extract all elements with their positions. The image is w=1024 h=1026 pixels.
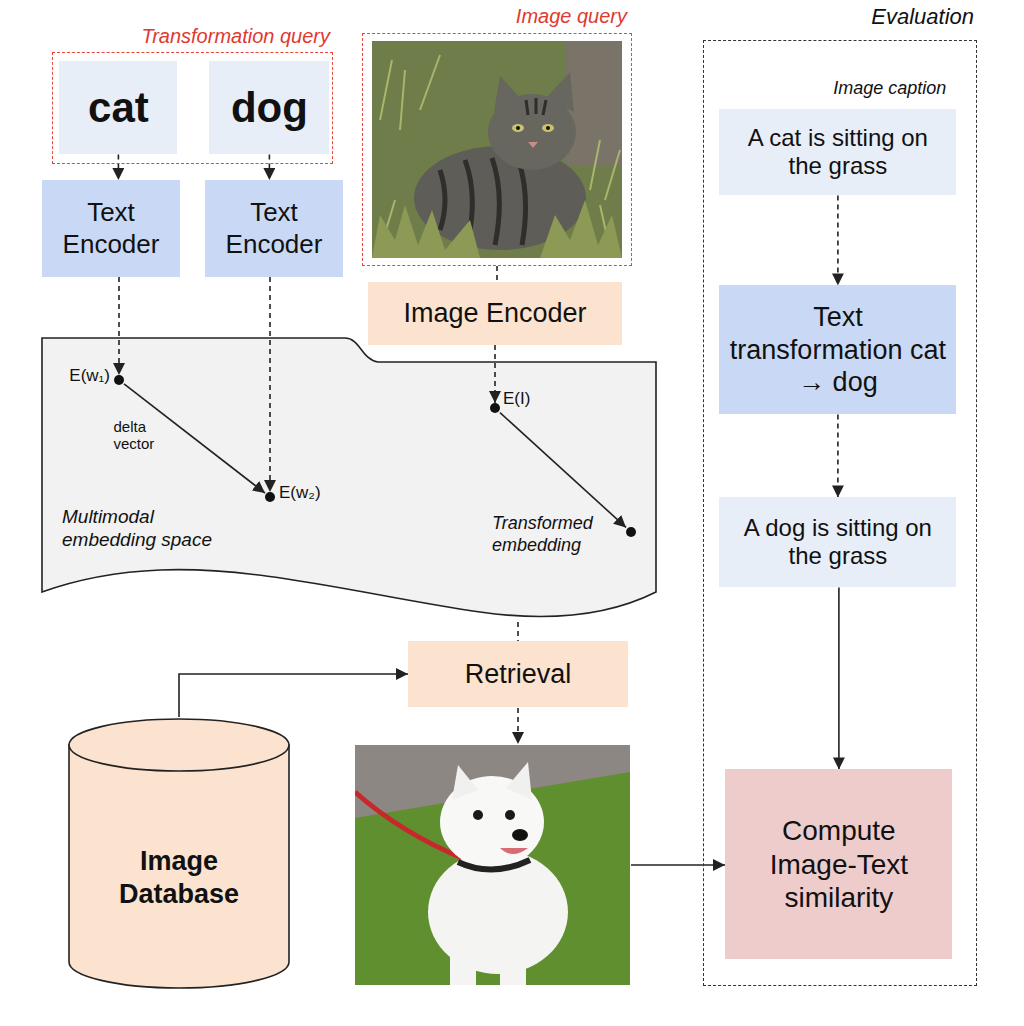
connector: [517, 622, 519, 641]
box-label: A cat is sitting on the grass: [729, 124, 946, 182]
dog-ear: [452, 765, 478, 800]
cat-nose: [528, 142, 538, 148]
cylinder-top: [69, 719, 289, 771]
photo-grass: [355, 745, 630, 985]
cylinder-body: [69, 745, 289, 988]
point-label: Transformed embedding: [492, 513, 614, 556]
edge-label: delta vector: [114, 417, 184, 452]
dog-eye: [505, 810, 515, 820]
evaluation-panel: EvaluationImage captionA cat is sitting …: [703, 40, 977, 986]
point-label: E(w₁): [69, 366, 110, 386]
cat-eye: [512, 124, 524, 132]
box-label: cat: [88, 83, 149, 133]
cat-stripes: [440, 158, 526, 245]
dog-eye: [473, 810, 483, 820]
dog-body: [428, 850, 568, 974]
wooden-post: [566, 41, 622, 166]
foreground-grass: [540, 200, 622, 258]
result-arrow: [517, 708, 519, 744]
dog-photo: [355, 745, 630, 985]
space-outline-path: [42, 338, 656, 616]
point-label: E(w₂): [279, 483, 321, 503]
group-heading: Evaluation: [871, 4, 974, 30]
cat-eye: [542, 124, 554, 132]
dog-leg: [450, 940, 476, 985]
box-label: Text Encoder: [215, 197, 333, 259]
box-label: A dog is sitting on the grass: [729, 514, 946, 572]
dog-collar: [458, 860, 530, 870]
cat-ear: [546, 72, 574, 112]
connector: [838, 587, 840, 769]
connector: [837, 414, 839, 497]
word-box: dog: [209, 61, 329, 154]
transform-box: Text transformation cat → dog: [719, 285, 956, 414]
caption-box: A dog is sitting on the grass: [719, 497, 956, 587]
group-heading: Transformation query: [141, 24, 330, 48]
cat-pupil: [516, 126, 520, 130]
dog-mouth: [500, 848, 528, 854]
encoder-box: Image Encoder: [368, 282, 622, 345]
embedding-point: Transformed embedding: [626, 527, 636, 537]
connector: [118, 154, 120, 180]
evaluate-arrow: [631, 864, 725, 866]
process-box: Retrieval: [408, 641, 628, 707]
dog-leg: [500, 940, 526, 985]
similarity-box: Compute Image-Text similarity: [725, 769, 952, 959]
group-heading: Image query: [516, 4, 627, 28]
embedding-point: E(w₂): [265, 492, 275, 502]
foreground-grass: [372, 205, 480, 258]
embedding-point: E(w₁): [114, 375, 124, 385]
database-cylinder: Image Database: [68, 717, 290, 990]
cat-photo: [372, 41, 622, 258]
connector: [496, 266, 498, 282]
encoder-box: Text Encoder: [42, 180, 180, 277]
cat-head-stripes: [526, 98, 546, 115]
box-label: Text transformation cat → dog: [729, 301, 946, 398]
connector: [179, 674, 408, 717]
dog-nose: [512, 829, 528, 841]
image-query-group: Image query: [362, 33, 632, 266]
space-label: Multimodal embedding space: [62, 506, 237, 552]
cat-pupil: [546, 126, 550, 130]
space-outline: [40, 330, 658, 622]
dog-ear: [506, 762, 532, 800]
connector: [837, 195, 839, 285]
point-label: E(I): [503, 389, 530, 409]
embedding-point: E(I): [490, 403, 500, 413]
embedding-space: Multimodal embedding space E(w₁) E(w₂) E(I)…: [40, 330, 658, 622]
box-label: dog: [231, 83, 308, 133]
cat-ear: [494, 76, 522, 112]
box-heading: Image caption: [833, 78, 946, 100]
box-label: Text Encoder: [52, 197, 170, 259]
word-box: cat: [59, 61, 177, 154]
box-label: Image Database: [78, 845, 280, 910]
box-label: Image Encoder: [403, 297, 586, 329]
box-label: Compute Image-Text similarity: [735, 814, 942, 915]
caption-box: Image captionA cat is sitting on the gra…: [719, 109, 956, 195]
encoder-box: Text Encoder: [205, 180, 343, 277]
photo-ground: [372, 41, 622, 258]
query-group: Transformation querycatdog: [52, 52, 333, 164]
box-label: Retrieval: [465, 658, 572, 690]
connector: [269, 154, 271, 180]
